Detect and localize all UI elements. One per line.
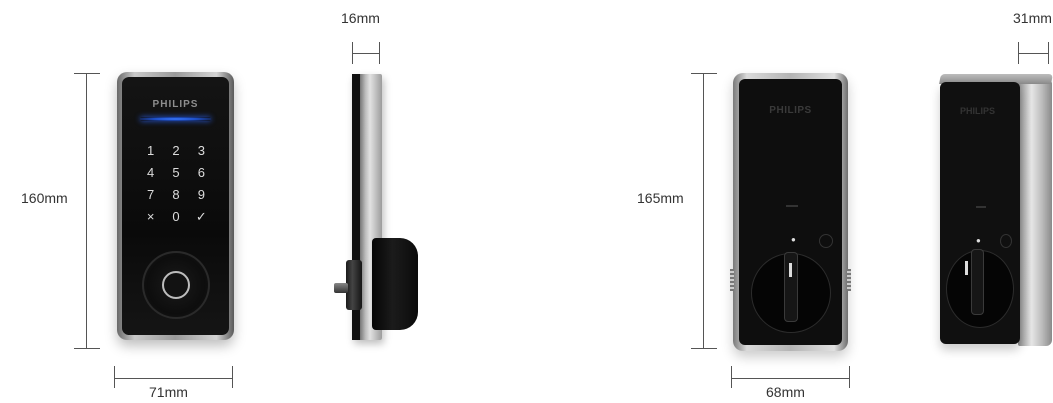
rear-indicator-slot bbox=[786, 205, 798, 207]
angled-indicator-slot bbox=[976, 206, 986, 208]
depth-dimension-line bbox=[352, 53, 379, 54]
status-light-bar bbox=[140, 117, 211, 121]
depth-dimension-tick-left bbox=[352, 42, 353, 64]
height-dimension-tick-bottom bbox=[74, 348, 100, 349]
keypad: 1 2 3 4 5 6 7 8 9 × 0 ✓ bbox=[138, 143, 214, 225]
key-3[interactable]: 3 bbox=[197, 143, 205, 158]
back-width-label: 68mm bbox=[766, 384, 805, 400]
angled-thumb-turn-handle[interactable] bbox=[971, 249, 984, 315]
key-9[interactable]: 9 bbox=[197, 187, 205, 202]
rear-grip-ridge-right bbox=[847, 269, 851, 291]
angled-rear-side bbox=[1018, 78, 1052, 346]
back-width-tick-left bbox=[731, 366, 732, 388]
brand-logo: PHILIPS bbox=[152, 99, 199, 110]
rear-lock-panel: PHILIPS ● bbox=[739, 79, 842, 345]
back-width-dimension-line bbox=[731, 378, 849, 379]
angled-thumb-turn-knob[interactable] bbox=[946, 249, 1014, 328]
angled-thumb-turn-indicator bbox=[965, 261, 968, 275]
back-depth-tick-left bbox=[1018, 42, 1019, 64]
back-height-dimension-line bbox=[703, 73, 704, 349]
back-depth-tick-right bbox=[1048, 42, 1049, 64]
height-dimension-line bbox=[86, 73, 87, 349]
depth-dimension-tick-right bbox=[379, 42, 380, 64]
thumb-turn-handle[interactable] bbox=[784, 252, 798, 322]
thumb-turn-indicator bbox=[789, 263, 792, 277]
back-height-tick-top bbox=[691, 73, 717, 74]
key-0[interactable]: 0 bbox=[172, 209, 180, 224]
rear-lock: PHILIPS ● bbox=[730, 73, 851, 351]
fingerprint-ring bbox=[142, 251, 210, 319]
setup-button[interactable] bbox=[819, 234, 833, 248]
back-depth-label: 31mm bbox=[1013, 10, 1052, 26]
key-confirm[interactable]: ✓ bbox=[195, 209, 207, 224]
angled-unlock-icon: ● bbox=[976, 236, 981, 245]
key-5[interactable]: 5 bbox=[172, 165, 180, 180]
side-view-housing bbox=[372, 238, 418, 330]
side-view-face bbox=[352, 74, 360, 340]
back-width-tick-right bbox=[849, 366, 850, 388]
front-keypad-panel: PHILIPS 1 2 3 4 5 6 7 8 9 × 0 ✓ bbox=[122, 77, 229, 335]
key-6[interactable]: 6 bbox=[197, 165, 205, 180]
key-7[interactable]: 7 bbox=[147, 187, 155, 202]
width-dimension-tick-left bbox=[114, 366, 115, 388]
key-1[interactable]: 1 bbox=[147, 143, 155, 158]
back-depth-dimension-line bbox=[1018, 53, 1048, 54]
back-height-tick-bottom bbox=[691, 348, 717, 349]
rear-grip-ridge-left bbox=[730, 269, 734, 291]
front-height-label: 160mm bbox=[21, 190, 68, 206]
height-dimension-tick-top bbox=[74, 73, 100, 74]
angled-brand-logo: PHILIPS bbox=[960, 106, 996, 116]
angled-rear-lock: PHILIPS ● bbox=[940, 82, 1020, 344]
back-height-label: 165mm bbox=[637, 190, 684, 206]
key-8[interactable]: 8 bbox=[172, 187, 180, 202]
front-keypad-lock: PHILIPS 1 2 3 4 5 6 7 8 9 × 0 ✓ bbox=[117, 72, 234, 340]
angled-setup-button[interactable] bbox=[1000, 234, 1012, 248]
rear-brand-logo: PHILIPS bbox=[769, 105, 812, 116]
key-2[interactable]: 2 bbox=[172, 143, 180, 158]
thumb-turn-knob[interactable] bbox=[751, 252, 831, 333]
unlock-icon: ● bbox=[791, 235, 796, 244]
width-dimension-line bbox=[114, 378, 232, 379]
key-cancel[interactable]: × bbox=[146, 209, 155, 224]
width-dimension-tick-right bbox=[232, 366, 233, 388]
side-view-collar bbox=[346, 260, 362, 310]
front-width-label: 71mm bbox=[149, 384, 188, 400]
key-4[interactable]: 4 bbox=[147, 165, 155, 180]
side-view-spindle bbox=[334, 283, 348, 293]
fingerprint-sensor-icon[interactable] bbox=[162, 271, 190, 299]
side-depth-label: 16mm bbox=[341, 10, 380, 26]
